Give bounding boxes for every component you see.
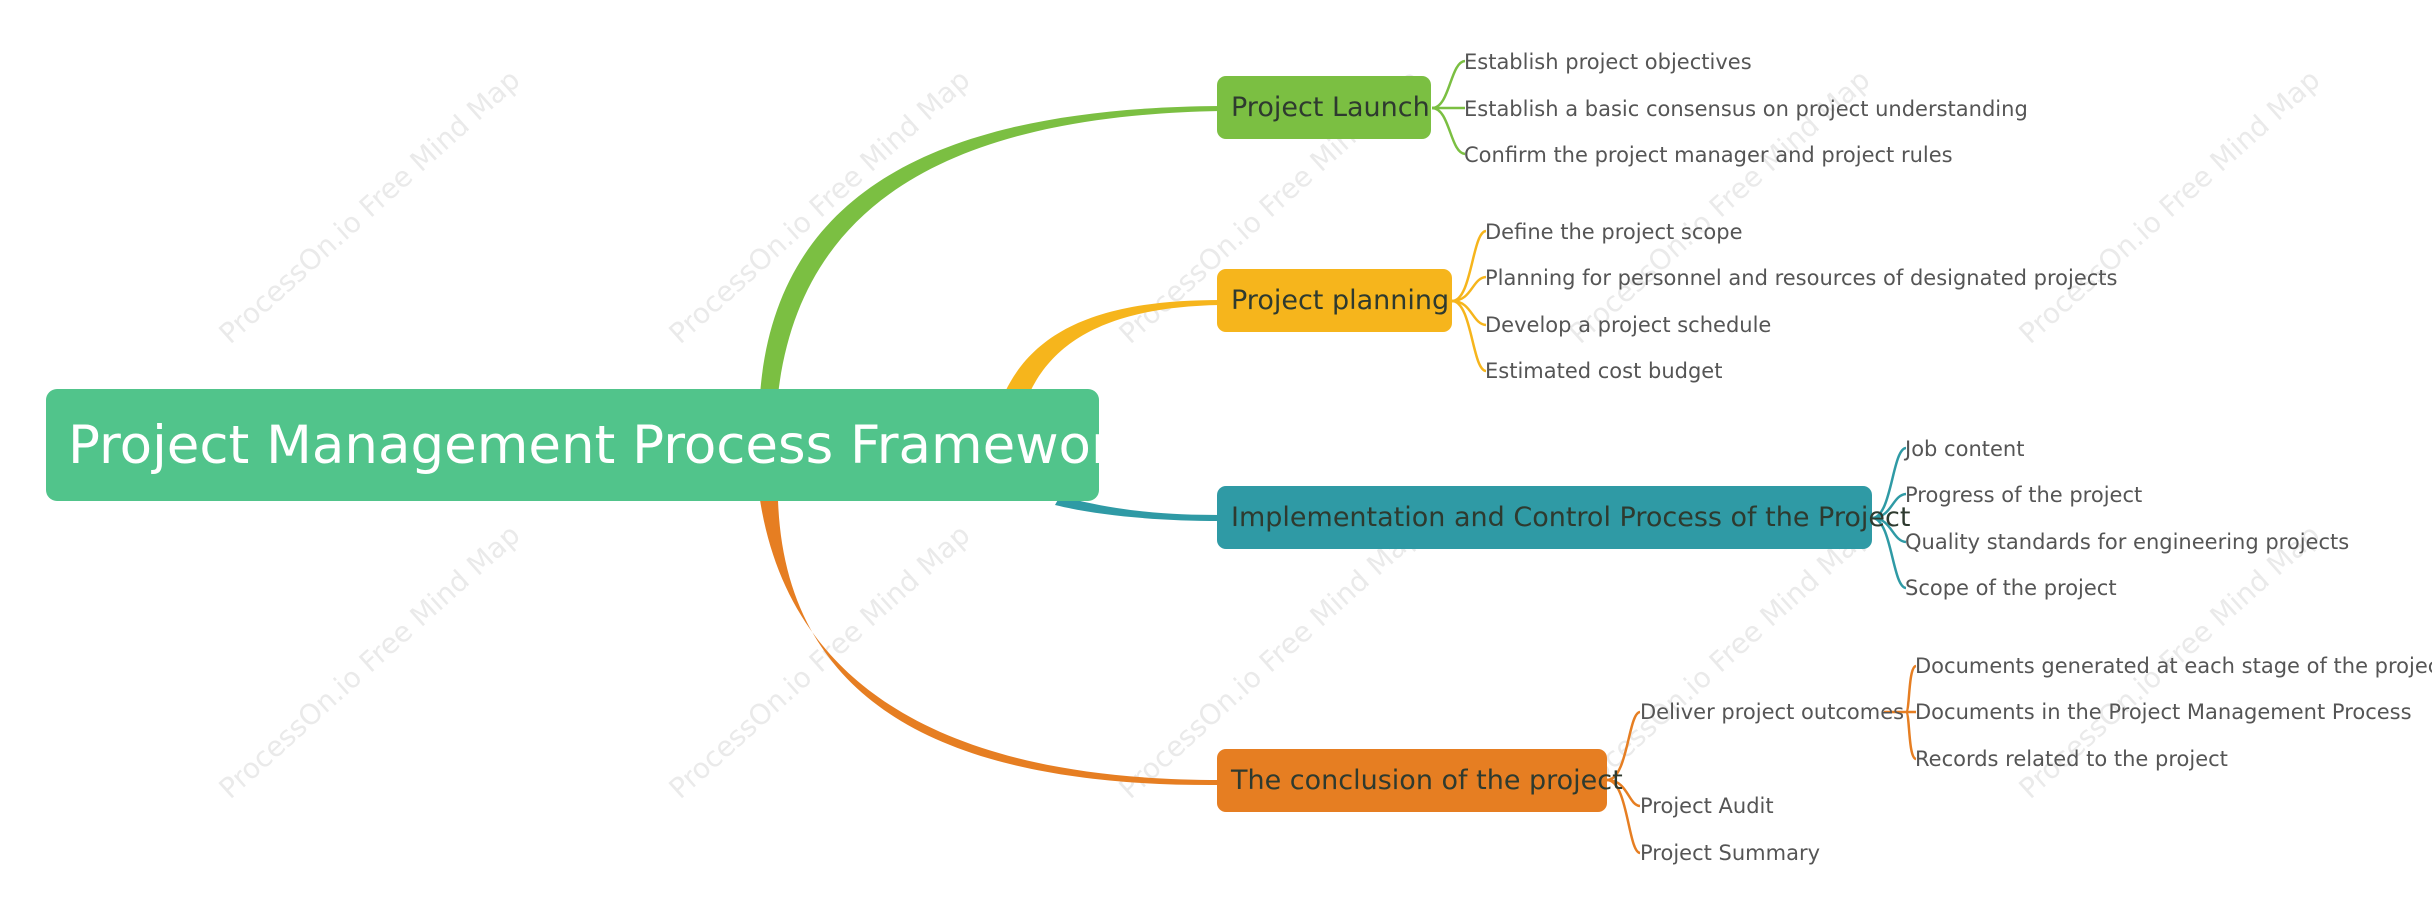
subtopic[interactable]: Quality standards for engineering projec…: [1905, 530, 2350, 554]
subtopic[interactable]: Records related to the project: [1915, 747, 2228, 771]
subtopic-deliver-outcomes[interactable]: Deliver project outcomes: [1640, 700, 1905, 724]
subtopic[interactable]: Establish project objectives: [1464, 50, 1752, 74]
topic-label: Project Launch: [1231, 92, 1430, 123]
topic-label: Implementation and Control Process of th…: [1231, 502, 1911, 533]
topic-project-conclusion[interactable]: The conclusion of the project: [1217, 749, 1623, 812]
bracket-launch: [1431, 59, 1466, 156]
subtopic[interactable]: Define the project scope: [1485, 220, 1743, 244]
subtopic[interactable]: Documents in the Project Management Proc…: [1915, 700, 2412, 724]
subtopic[interactable]: Estimated cost budget: [1485, 359, 1723, 383]
bracket-implementation: [1871, 446, 1907, 590]
subtopic[interactable]: Develop a project schedule: [1485, 313, 1772, 337]
bracket-conclusion: [1606, 664, 1917, 855]
subtopic[interactable]: Project Audit: [1640, 794, 1774, 818]
subtopic[interactable]: Project Summary: [1640, 841, 1821, 865]
bracket-planning: [1451, 229, 1487, 373]
subtopic[interactable]: Confirm the project manager and project …: [1464, 143, 1953, 167]
topic-project-launch[interactable]: Project Launch: [1217, 76, 1431, 139]
topic-project-planning[interactable]: Project planning: [1217, 269, 1452, 332]
topic-label: The conclusion of the project: [1231, 765, 1623, 796]
connector-implementation: [1055, 496, 1220, 521]
topic-label: Project planning: [1231, 285, 1450, 316]
topic-implementation-control[interactable]: Implementation and Control Process of th…: [1217, 486, 1910, 549]
connector-planning: [1005, 300, 1220, 392]
subtopic[interactable]: Job content: [1905, 437, 2025, 461]
subtopic[interactable]: Planning for personnel and resources of …: [1485, 266, 2118, 290]
root-topic-label: Project Management Process Framework: [68, 414, 1144, 476]
subtopic[interactable]: Scope of the project: [1905, 576, 2117, 600]
connector-conclusion: [760, 500, 1220, 786]
connector-launch: [760, 106, 1220, 395]
root-topic[interactable]: Project Management Process Framework: [46, 389, 1143, 501]
subtopic[interactable]: Progress of the project: [1905, 483, 2143, 507]
subtopic[interactable]: Establish a basic consensus on project u…: [1464, 97, 2028, 121]
subtopic[interactable]: Documents generated at each stage of the…: [1915, 654, 2432, 678]
